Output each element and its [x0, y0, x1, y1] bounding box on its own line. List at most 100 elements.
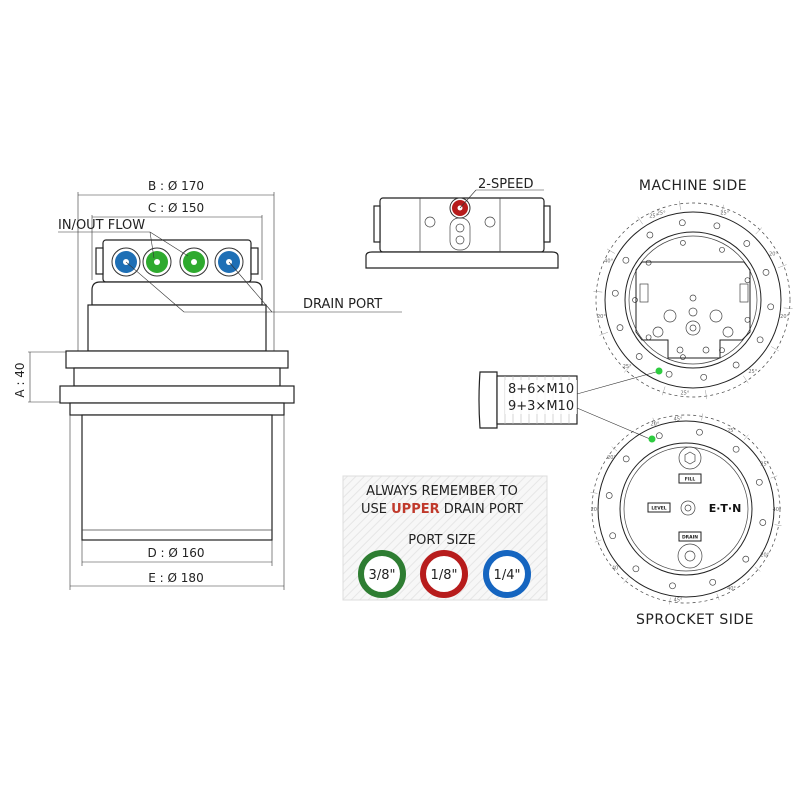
machine-side-inner-hole [632, 297, 638, 303]
inout-flow-label: IN/OUT FLOW [58, 218, 145, 233]
port-size-1-8-label: 1/8" [431, 568, 458, 583]
bolt-spec: 8+6×M10 9+3×M10 [478, 371, 657, 440]
machine-side-bolt-hole [611, 289, 619, 297]
angle-tick [668, 597, 671, 605]
sprocket-side-bolts [605, 428, 767, 590]
angle-label: 25° [623, 364, 632, 370]
angle-label: 20° [597, 314, 606, 320]
brand-logo: E·T·N [709, 502, 742, 515]
machine-side-title: MACHINE SIDE [639, 178, 747, 194]
machine-side-bolt-hole [678, 219, 686, 227]
angle-tick [590, 491, 598, 494]
machine-side-bolt-hole [622, 256, 630, 264]
machine-side-bolt-hole [767, 303, 775, 311]
dimension-d: D : Ø 160 [81, 540, 273, 566]
machine-side-bolt-hole [635, 353, 643, 360]
machine-side-bolt-hole [762, 269, 770, 276]
port-size-1-4-label: 1/4" [494, 568, 521, 583]
sprocket-side-flange [597, 420, 775, 598]
angle-tick [662, 386, 666, 396]
angle-label: 40° [612, 566, 621, 572]
angle-tick [611, 446, 618, 452]
sprocket-flange [59, 385, 295, 404]
angle-label: 20° [769, 252, 778, 258]
hub-step [69, 402, 285, 416]
angle-label: 20° [591, 507, 600, 513]
level-plate-label: LEVEL [651, 506, 666, 512]
port-flow-right [179, 247, 209, 277]
sprocket-side-bolt-hole [605, 492, 613, 499]
bolt-spec-line1: 8+6×M10 [508, 382, 574, 397]
bearing-ring [73, 367, 281, 387]
machine-side-bolt-hole [743, 240, 751, 247]
angle-tick [716, 593, 720, 601]
two-speed-base [365, 251, 559, 269]
machine-side-inner-hole [744, 277, 751, 284]
dimension-c: C : Ø 150 [91, 201, 263, 280]
sprocket-side-bolt-hole [742, 555, 750, 563]
angle-tick [774, 524, 782, 527]
notice-box: ALWAYS REMEMBER TO USE UPPER DRAIN PORT … [342, 475, 548, 601]
dimension-a-label: A : 40 [13, 362, 27, 397]
sprocket-side-bolt-hole [732, 445, 740, 453]
angle-tick [743, 375, 749, 384]
sprocket-side-marker-dot [648, 435, 656, 443]
machine-side-inner-hole [680, 354, 686, 360]
machine-flange [65, 350, 289, 369]
drain-port-callout: DRAIN PORT [125, 261, 402, 313]
angle-tick [755, 227, 763, 235]
notice-emphasis: UPPER [391, 502, 440, 517]
motor-cap [91, 281, 263, 306]
motor-housing [87, 304, 267, 352]
machine-side-bolts [611, 219, 775, 381]
two-speed-side-right [543, 205, 551, 243]
angle-tick [771, 346, 780, 352]
bolt-head [478, 371, 498, 429]
machine-side-view: MACHINE SIDE 25°25°20°20°25°25°25°20°40°… [593, 178, 793, 400]
sprocket-side-bolt-hole [696, 428, 703, 436]
machine-side-marker-dot [655, 367, 663, 375]
machine-side-inner-hole [744, 316, 751, 323]
machine-side-bolt-circle-outer [595, 202, 791, 398]
port-size-3-8-label: 3/8" [369, 568, 396, 583]
angle-label: 25° [760, 462, 769, 468]
sprocket-side-bolt-hole [755, 478, 763, 486]
drain-plate [678, 531, 702, 542]
sprocket-side-bolt-hole [709, 578, 717, 586]
sprocket-side-bolt-hole [622, 455, 630, 463]
sprocket-side-bolt-hole [759, 519, 767, 526]
angle-label: 25° [748, 369, 757, 375]
angle-label: 40° [727, 586, 736, 592]
machine-side-inner-hole [719, 246, 725, 253]
angle-tick [783, 307, 793, 309]
angle-tick [705, 390, 707, 400]
port-size-title: PORT SIZE [408, 533, 475, 548]
drain-port-label: DRAIN PORT [303, 297, 382, 312]
angle-label: 45° [674, 416, 683, 422]
sprocket-side-angle-ticks [590, 413, 782, 605]
dimension-a: A : 40 [13, 351, 66, 403]
angle-tick [652, 417, 656, 425]
level-plate [647, 502, 671, 513]
port-size-1-8: 1/8" [420, 550, 468, 598]
machine-side-angle-ticks [593, 200, 793, 400]
angle-tick [679, 200, 681, 210]
angle-label: 20° [650, 422, 659, 428]
dimension-e-label: E : Ø 180 [148, 571, 203, 585]
dimension-c-label: C : Ø 150 [148, 201, 204, 215]
inout-flow-callout: IN/OUT FLOW [58, 218, 189, 259]
dimension-e: E : Ø 180 [69, 415, 285, 590]
angle-label: 20° [607, 455, 616, 461]
bolt-spec-line2: 9+3×M10 [508, 399, 574, 414]
angle-tick [593, 291, 603, 293]
angle-tick [594, 539, 602, 543]
drain-plug [677, 543, 703, 569]
port-size-3-8: 3/8" [358, 550, 406, 598]
fill-plug [678, 446, 702, 470]
level-plug [680, 500, 696, 516]
notice-line2: USE UPPER DRAIN PORT [361, 502, 523, 517]
machine-side-bolt-hole [616, 324, 624, 331]
machine-side-bolt-hole [732, 361, 740, 369]
sprocket-side-bolt-hole [609, 532, 617, 540]
dimension-b: B : Ø 170 [77, 179, 275, 355]
